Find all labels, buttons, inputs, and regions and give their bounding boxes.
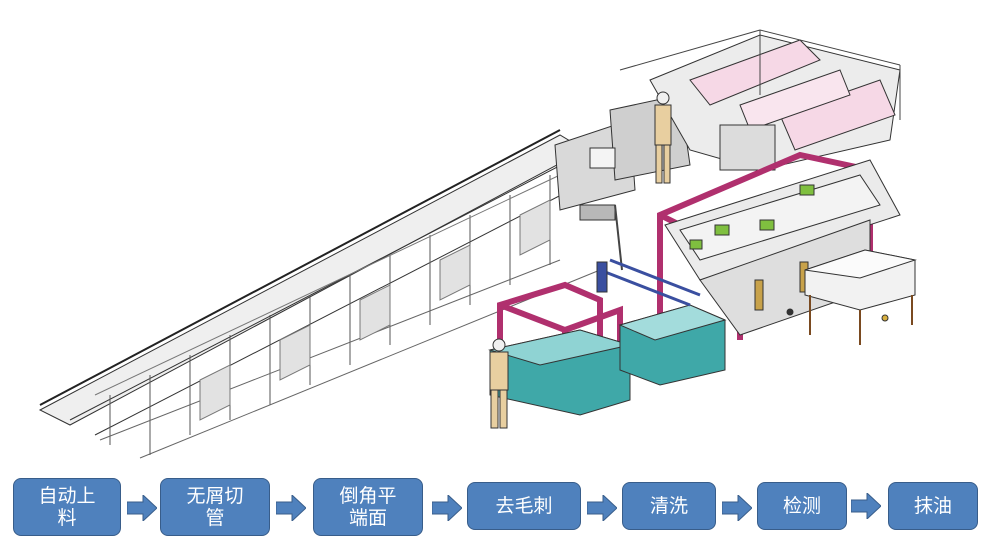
process-flow: 自动上 料 无屑切 管 倒角平 端面 去毛刺 清洗 检测 抹油 [0,474,990,541]
production-line-illustration [38,29,917,459]
chamfer-and-deburr-station [664,159,901,336]
right-arrow-icon [587,495,617,521]
step-oiling: 抹油 [888,482,978,530]
operator-figures [489,91,672,429]
step-chamfer-face: 倒角平 端面 [313,478,423,536]
right-arrow-icon [432,495,462,521]
cleaning-tanks [488,258,727,416]
loading-conveyor-rack [38,129,601,459]
step-auto-loading: 自动上 料 [13,478,121,536]
operator-2 [489,338,509,429]
right-arrow-icon [851,493,881,519]
step-deburr: 去毛刺 [467,482,581,530]
right-arrow-icon [276,495,306,521]
inspection-and-oiling-boxes [786,249,917,345]
step-chipless-cutting: 无屑切 管 [160,478,270,536]
right-arrow-icon [722,495,752,521]
step-inspection: 检测 [757,482,847,530]
step-cleaning: 清洗 [622,482,716,530]
operator-1 [654,91,672,184]
gantry-and-coil-section [619,29,901,171]
right-arrow-icon [127,495,157,521]
